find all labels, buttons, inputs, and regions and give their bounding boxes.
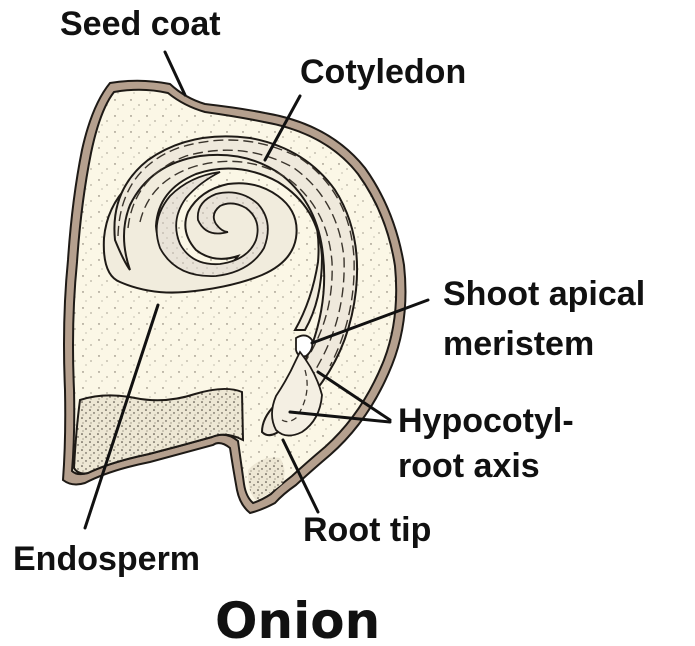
label-cotyledon: Cotyledon <box>300 53 466 91</box>
label-hypocotyl-line2: root axis <box>398 447 540 485</box>
figure-caption: Onion <box>215 592 380 646</box>
label-root-tip: Root tip <box>303 511 431 549</box>
label-shoot-apical-line1: Shoot apical <box>443 275 645 313</box>
endosperm-lower-region <box>74 389 243 474</box>
label-endosperm: Endosperm <box>13 540 200 578</box>
label-hypocotyl-line1: Hypocotyl- <box>398 402 574 440</box>
label-seed-coat: Seed coat <box>60 5 221 43</box>
label-shoot-apical-line2: meristem <box>443 325 594 363</box>
